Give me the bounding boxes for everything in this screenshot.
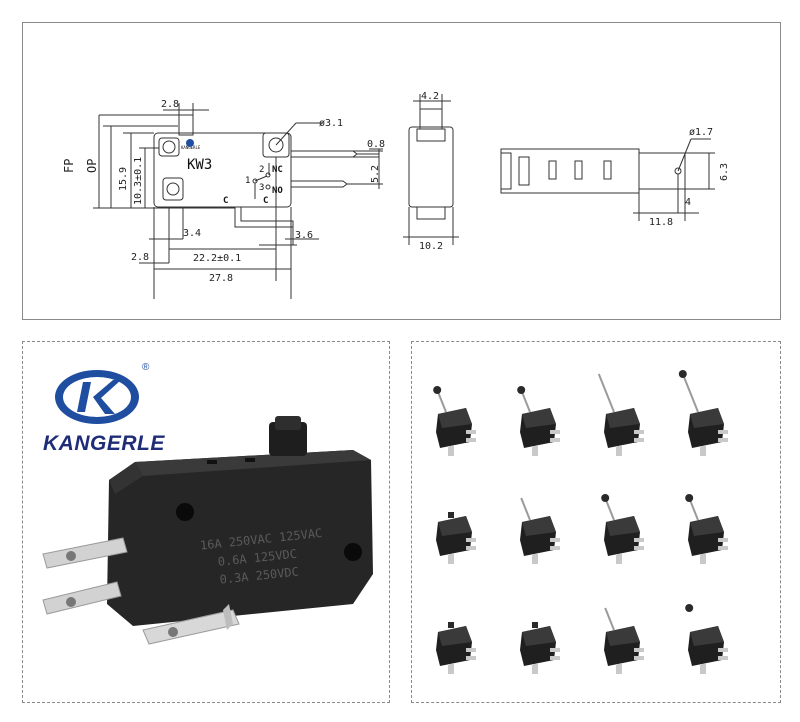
dim-08: 0.8 [367, 139, 385, 150]
variant-switch-plunger [520, 622, 560, 674]
pin2-dot [265, 172, 271, 178]
terminal-nc [291, 150, 358, 158]
mount-hole-bottom-box [162, 177, 184, 201]
dim-103: 10.3±0.1 [133, 157, 144, 205]
variants-grid [433, 370, 728, 674]
brand-logo-icon [55, 370, 139, 424]
side-top-step [416, 128, 446, 142]
dim-end-118: 11.8 [649, 217, 673, 228]
dim-159: 15.9 [118, 167, 129, 191]
pin2-label: 2 [259, 165, 264, 175]
variant-switch-simulated-roller-lever [601, 494, 644, 564]
variant-switch-short-roller [433, 386, 476, 456]
dim-222: 22.2±0.1 [193, 253, 241, 264]
mount-hole-right [268, 137, 284, 153]
brand-small-label: KANGERLE [181, 145, 201, 150]
end-slot-4 [603, 160, 612, 180]
brand-name: KANGERLE [43, 432, 165, 455]
dim-op: OP [85, 159, 99, 173]
dim-fp: FP [62, 159, 76, 173]
variants-panel [411, 341, 781, 703]
variant-switch-plunger [436, 622, 476, 674]
no-label: NO [272, 186, 283, 196]
variant-switch-short-lever [520, 497, 560, 564]
end-slot-3 [574, 160, 583, 180]
dim-end-4: 4 [685, 197, 691, 208]
end-slot-2 [548, 160, 557, 180]
mini-logo-icon [186, 139, 194, 147]
variant-switch-roller-lever [685, 494, 728, 564]
pin3-label: 3 [259, 183, 264, 193]
product-photo: 16A 250VAC 125VAC 0.6A 125VDC 0.3A 250VD… [42, 370, 373, 645]
end-slot-1 [518, 156, 530, 186]
mount-hole-left [162, 140, 176, 154]
dim-side-bottom: 10.2 [419, 241, 443, 252]
model-label: KW3 [187, 157, 212, 173]
dim-36: 3.6 [295, 230, 313, 241]
dim-end-63: 6.3 [719, 163, 730, 181]
technical-drawing-panel: 2.8 ø3.1 FP OP 15.9 10.3±0.1 3.4 2.8 22.… [22, 22, 781, 320]
product-photo-panel: 16A 250VAC 125VAC 0.6A 125VDC 0.3A 250VD… [22, 341, 390, 703]
dim-28-top: 2.8 [161, 99, 179, 110]
switch-photo [42, 416, 373, 645]
dim-side-top: 4.2 [421, 91, 439, 102]
variant-switch-roller [685, 604, 728, 674]
mount-hole-left-box [158, 137, 180, 157]
dim-278: 27.8 [209, 273, 233, 284]
actuator-tab [178, 114, 194, 136]
nc-label: NC [272, 165, 283, 175]
variant-switch-roller-lever [517, 386, 560, 456]
terminal-common [234, 207, 294, 228]
dim-hole: ø3.1 [319, 118, 343, 129]
variant-switch-long-roller-lever [678, 370, 728, 456]
side-bottom-step [416, 206, 446, 220]
variant-switch-long-lever [597, 373, 644, 456]
switch-body-outline [153, 132, 292, 208]
terminal-no [291, 180, 348, 188]
side-actuator [419, 108, 443, 130]
dim-end-hole: ø1.7 [689, 127, 713, 138]
technical-drawing: 2.8 ø3.1 FP OP 15.9 10.3±0.1 3.4 2.8 22.… [62, 91, 730, 299]
end-body-outline [500, 148, 640, 194]
variant-switch-plunger [436, 512, 476, 564]
c2-label: C [263, 196, 268, 206]
registered-mark: ® [142, 362, 150, 373]
mount-hole-bottom [166, 182, 180, 196]
pin3-dot [265, 184, 271, 190]
variant-switch-lever [604, 607, 644, 674]
c1-label: C [223, 196, 228, 206]
dim-28-bottom: 2.8 [131, 252, 149, 263]
dim-52: 5.2 [370, 165, 381, 183]
end-terminal [638, 152, 686, 190]
side-body-outline [408, 126, 454, 208]
end-cap [500, 152, 512, 190]
dim-34: 3.4 [183, 228, 201, 239]
pin1-label: 1 [245, 176, 250, 186]
